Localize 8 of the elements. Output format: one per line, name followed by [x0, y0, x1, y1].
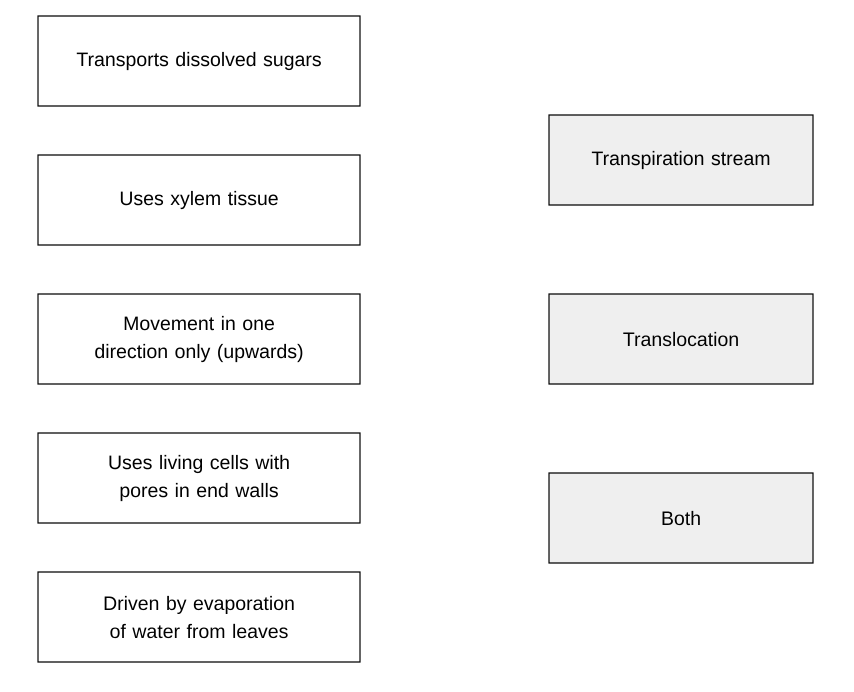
statement-box: Uses xylem tissue — [37, 154, 361, 246]
statement-box: Movement in one direction only (upwards) — [37, 293, 361, 385]
statement-box: Uses living cells with pores in end walls — [37, 432, 361, 524]
answer-box: Translocation — [548, 293, 814, 385]
statement-box: Driven by evaporation of water from leaves — [37, 571, 361, 663]
answer-box: Both — [548, 472, 814, 564]
answer-box: Transpiration stream — [548, 114, 814, 206]
statement-box: Transports dissolved sugars — [37, 15, 361, 107]
